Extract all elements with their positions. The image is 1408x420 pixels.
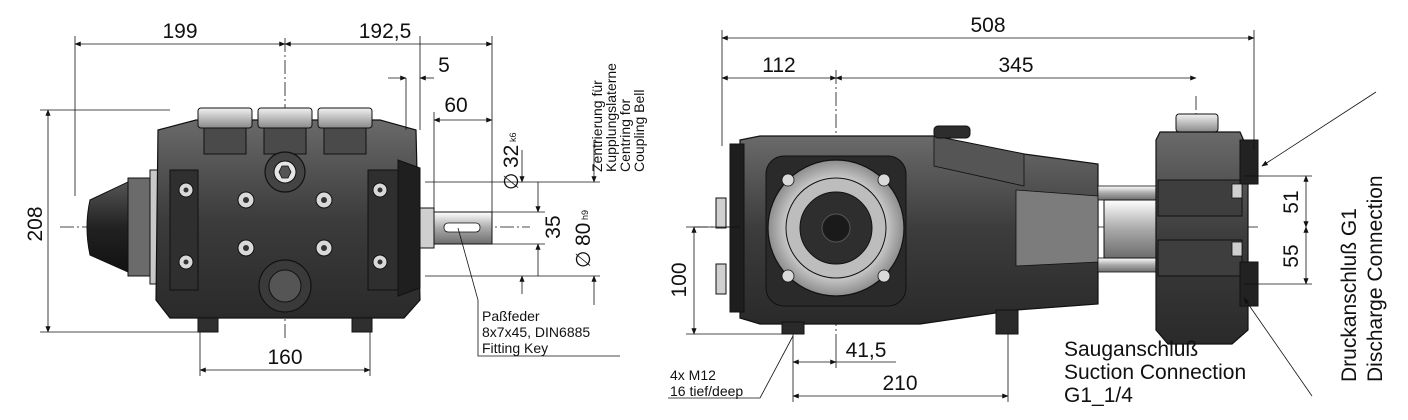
key-note-line-1: Paßfeder [482, 308, 540, 324]
centring-note-line-4: Coupling Bell [631, 90, 647, 173]
centring-note: Zentrierung für Kupplungslaterne Centrin… [589, 63, 647, 172]
dim-shaft-length: 60 [444, 94, 467, 117]
suction-note: Sauganschluß Suction Connection G1_1/4 [1064, 338, 1246, 407]
dim-side-mount-height: 100 [668, 262, 691, 297]
dim-port-upper: 51 [1280, 190, 1303, 213]
crankcase-side [715, 125, 1099, 335]
key-note-line-2: 8x7x45, DIN6885 [482, 324, 590, 340]
pump-body-front [155, 107, 421, 333]
dim-centring-diameter: ∅ 80 h9 [572, 210, 595, 268]
plunger-rods [1097, 185, 1161, 273]
dim-front-width-right: 192,5 [359, 20, 412, 43]
front-view: 199 192,5 5 60 208 160 35 ∅ 32 k6 ∅ 80 h… [24, 20, 647, 376]
mount-note: 4x M12 16 tief/deep [670, 367, 743, 399]
suction-note-line-3: G1_1/4 [1064, 384, 1133, 407]
dia-tol-centring: h9 [580, 210, 590, 220]
dia-symbol-centring: ∅ [573, 251, 595, 268]
dim-feet-spacing: 160 [267, 346, 302, 369]
mount-note-line-2: 16 tief/deep [670, 383, 743, 399]
dia-tol-shaft: k6 [508, 132, 518, 142]
dim-front-width-left: 199 [162, 20, 197, 43]
dim-side-total-length: 508 [970, 14, 1005, 37]
drive-cone [86, 169, 159, 285]
dim-side-length-b: 345 [998, 54, 1033, 77]
dim-shaft-height: 35 [542, 215, 565, 238]
discharge-note: Druckanschluß G1 Discharge Connection [1338, 175, 1387, 382]
drive-shaft [419, 207, 493, 249]
side-view: 508 112 345 100 51 55 41,5 210 4x M12 16… [668, 14, 1387, 407]
manifold-head [1155, 113, 1259, 345]
dim-shaft-diameter: ∅ 32 k6 [500, 132, 523, 190]
suction-note-line-2: Suction Connection [1064, 361, 1246, 384]
centring-note-line-3: Centring for [617, 99, 633, 172]
dim-side-length-a: 112 [762, 54, 795, 77]
dim-port-lower: 55 [1280, 244, 1303, 267]
suction-note-line-1: Sauganschluß [1064, 338, 1198, 361]
dia-symbol-shaft: ∅ [501, 173, 523, 190]
dim-foot-offset: 41,5 [846, 339, 887, 362]
centring-note-line-1: Zentrierung für [589, 80, 605, 172]
centring-note-line-2: Kupplungslaterne [603, 63, 619, 172]
fitting-key-note: Paßfeder 8x7x45, DIN6885 Fitting Key [482, 308, 590, 356]
mount-note-line-1: 4x M12 [670, 367, 716, 383]
dim-foot-length: 210 [882, 372, 917, 395]
dia-value-shaft: 32 [500, 145, 523, 168]
dia-value-centring: 80 [572, 223, 595, 246]
dim-total-height: 208 [24, 206, 47, 241]
key-note-line-3: Fitting Key [482, 340, 548, 356]
discharge-note-line-1: Druckanschluß G1 [1338, 208, 1361, 382]
dim-shaft-offset: 5 [438, 54, 450, 77]
discharge-note-line-2: Discharge Connection [1364, 175, 1387, 382]
